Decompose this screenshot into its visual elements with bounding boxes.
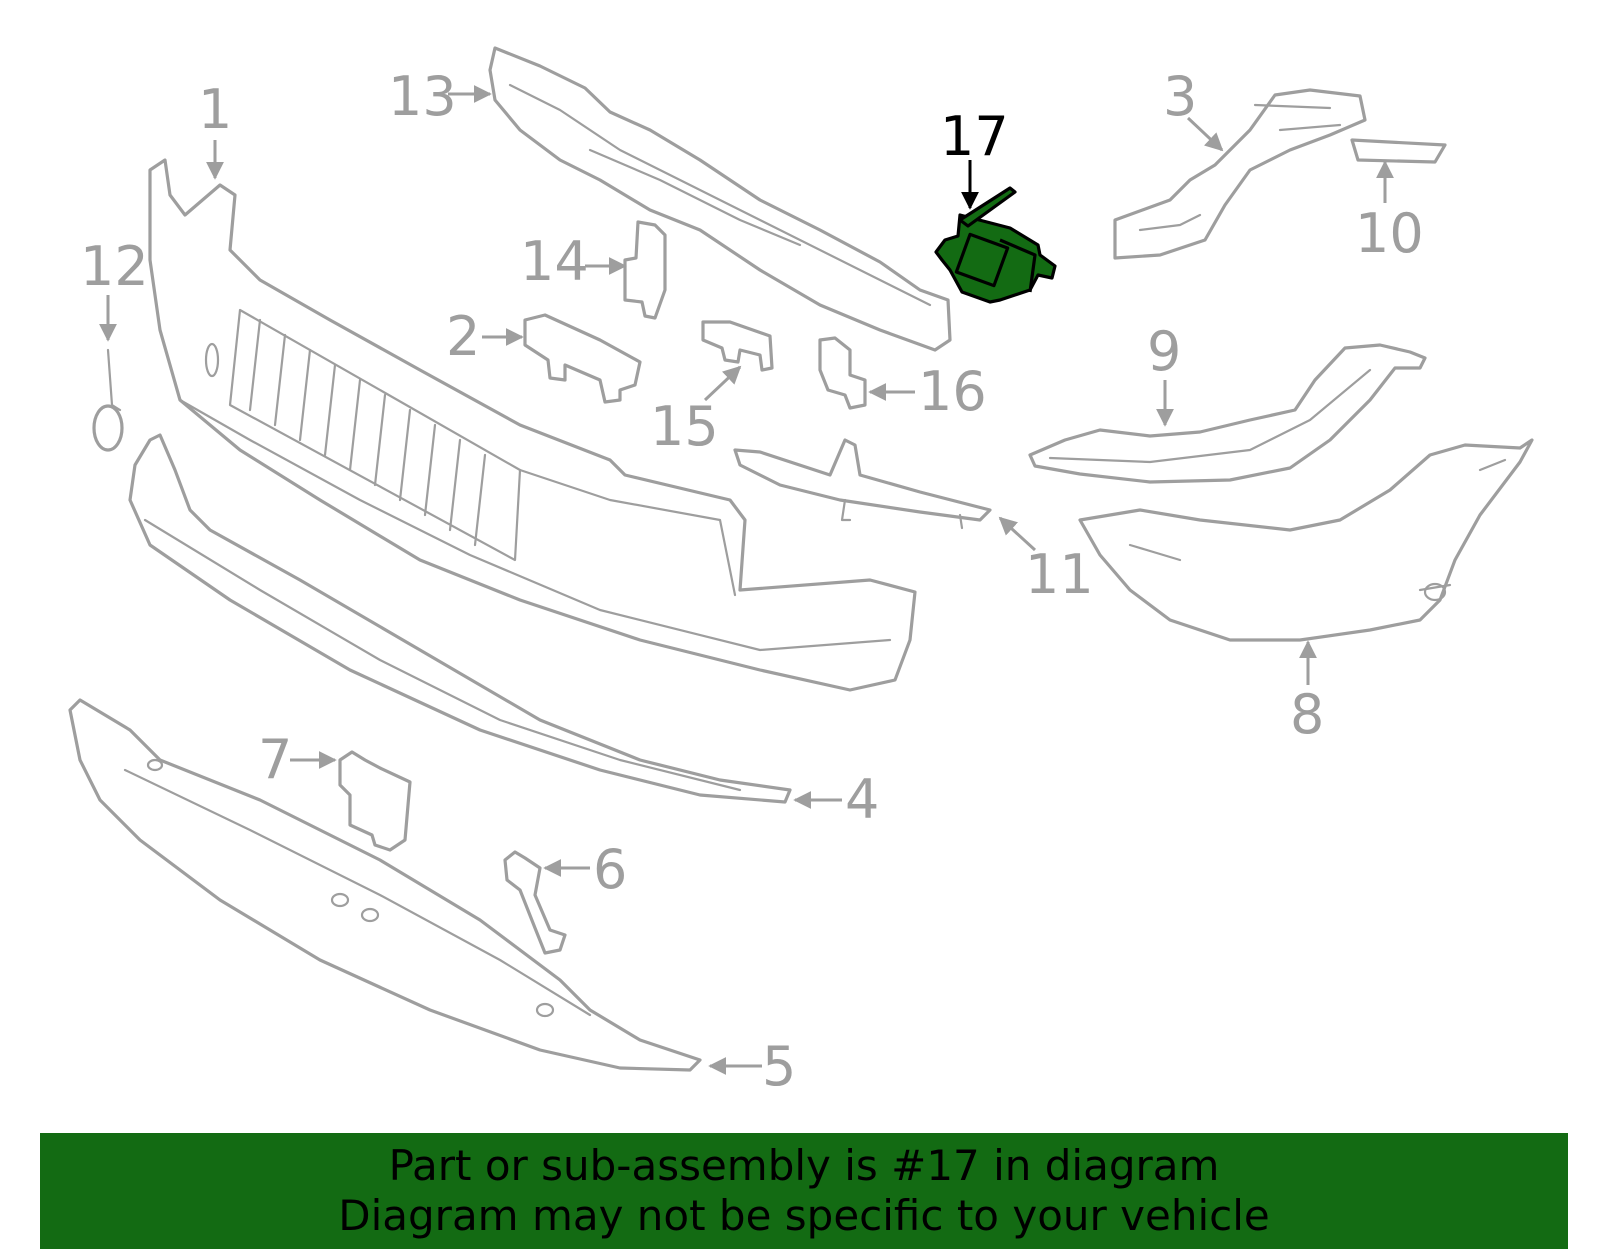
callout-3: 3 xyxy=(1163,65,1197,128)
callout-9: 9 xyxy=(1147,320,1181,383)
callout-17: 17 xyxy=(940,105,1009,168)
part-12-plug[interactable] xyxy=(92,348,124,452)
part-6-bracket[interactable] xyxy=(503,850,567,955)
callout-16: 16 xyxy=(918,360,987,423)
callout-6: 6 xyxy=(593,838,627,901)
part-13-reinforcement-beam[interactable] xyxy=(488,46,952,352)
part-14-bracket[interactable] xyxy=(623,220,667,320)
part-7-bracket[interactable] xyxy=(338,750,412,852)
leader-lines xyxy=(99,85,1394,1075)
banner-line-disclaimer: Diagram may not be specific to your vehi… xyxy=(338,1191,1270,1240)
banner-line-part-number: Part or sub-assembly is #17 in diagram xyxy=(388,1141,1220,1190)
part-5-skid-plate[interactable] xyxy=(68,698,702,1072)
part-2-bracket[interactable] xyxy=(523,313,642,404)
callout-1: 1 xyxy=(198,78,232,141)
callout-10: 10 xyxy=(1355,202,1424,265)
part-8-side-cover[interactable] xyxy=(1078,438,1534,642)
callout-8: 8 xyxy=(1290,683,1324,746)
callout-4: 4 xyxy=(845,768,879,831)
callout-13: 13 xyxy=(388,65,457,128)
callout-7: 7 xyxy=(258,728,292,791)
callout-15: 15 xyxy=(650,395,719,458)
part-1-bumper-cover[interactable] xyxy=(148,158,917,692)
callout-5: 5 xyxy=(762,1035,796,1098)
callout-14: 14 xyxy=(520,230,589,293)
part-15-clip[interactable] xyxy=(701,320,774,372)
part-17-sensor-bracket[interactable] xyxy=(934,186,1057,304)
leader-15 xyxy=(703,365,742,402)
callout-11: 11 xyxy=(1025,543,1094,606)
callout-labels: 1 2 3 4 5 6 7 8 9 10 11 12 13 14 15 16 1… xyxy=(80,65,1424,1098)
part-10-trim[interactable] xyxy=(1350,138,1447,164)
part-3-bracket[interactable] xyxy=(1113,88,1367,260)
callout-2: 2 xyxy=(446,305,480,368)
leader-11 xyxy=(998,516,1037,552)
leader-3 xyxy=(1186,116,1224,152)
callout-12: 12 xyxy=(80,235,149,298)
part-9-trim-strip[interactable] xyxy=(1028,343,1427,484)
part-4-lower-trim[interactable] xyxy=(128,433,792,804)
part-11-trim-strip[interactable] xyxy=(733,438,992,530)
info-banner: Part or sub-assembly is #17 in diagram D… xyxy=(40,1133,1568,1249)
part-16-bracket[interactable] xyxy=(818,336,867,410)
